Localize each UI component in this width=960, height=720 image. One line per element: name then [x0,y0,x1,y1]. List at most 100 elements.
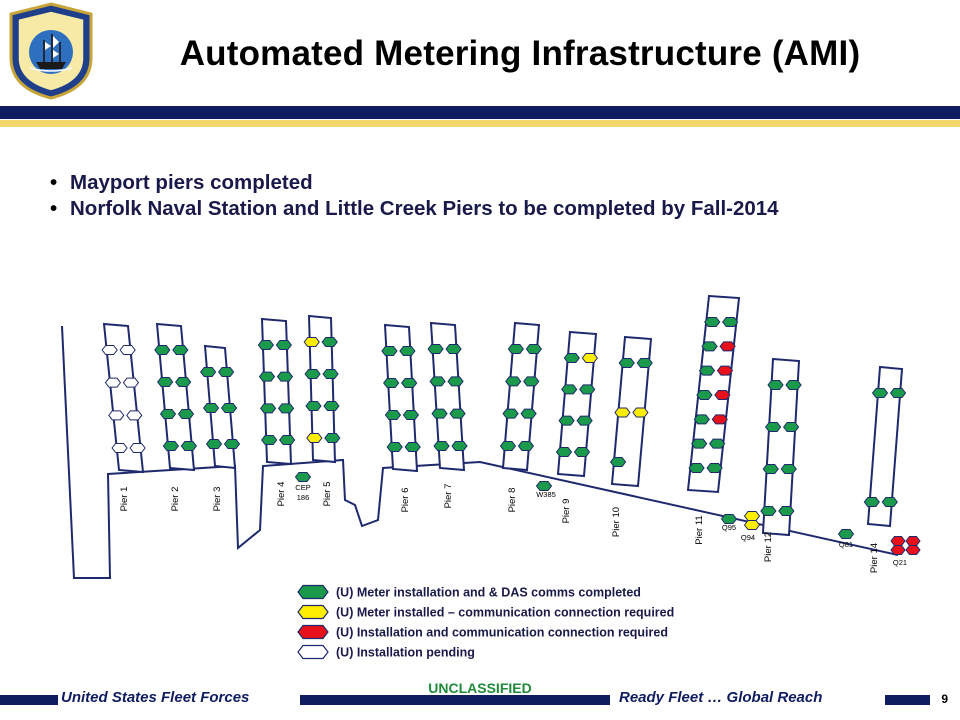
legend-item: (U) Installation pending [297,644,475,660]
meter-completed [722,317,739,327]
meter-completed [199,367,217,377]
meter-completed [523,376,540,387]
meter-completed [202,403,220,413]
meter-completed [783,422,800,432]
meter-install-required [719,341,736,352]
page-number: 9 [941,692,948,706]
pier-label: Pier 5 [322,482,333,507]
meter-comms-required [743,511,761,521]
meter-completed [778,506,795,516]
meter-completed [304,369,321,379]
extra-meter: W385 [535,481,556,499]
meter-completed [323,401,340,411]
meter-completed [765,422,782,432]
pier-outline [102,322,145,474]
meter-install-required [711,414,728,425]
meter-completed [157,377,174,387]
meter-completed [767,380,784,390]
legend-text: (U) Meter installed – communication conn… [336,606,674,620]
meter-completed [558,415,575,426]
pier-7: Pier 7 [427,321,468,508]
meter-completed [579,384,596,395]
meter-completed [162,441,179,451]
meter-completed [563,353,580,363]
meter-completed [305,401,322,411]
pier-outline [556,330,598,478]
meter-completed [507,344,525,354]
meter-completed [573,447,591,457]
header-accent-bar [0,120,960,127]
meter-completed [535,481,553,491]
pier-label: Pier 2 [170,487,181,512]
classification-banner: UNCLASSIFIED [428,680,532,696]
meter-completed [688,463,705,473]
meter-completed [205,439,223,449]
footer-bar [0,695,60,705]
meter-label: Q94 [741,533,755,542]
pier-8: Pier 8 [499,321,543,513]
meter-completed [636,358,653,368]
meter-install-required [714,390,731,400]
meter-pending [126,410,143,421]
meter-completed [404,442,421,452]
pier-outline [866,365,904,528]
meter-install-required [890,536,906,546]
meter-completed [321,337,338,347]
meter-completed [433,441,450,451]
meter-completed [505,376,522,387]
pier-outline [383,323,419,473]
meter-completed [447,376,464,387]
legend-item: (U) Meter installed – communication conn… [297,604,674,620]
meter-completed [889,388,907,398]
meter-comms-required [581,353,598,363]
pier-outline [260,317,293,466]
meter-label: Q21 [893,558,907,567]
footer: United States Fleet Forces Ready Fleet …… [0,680,960,720]
meter-completed [696,390,713,400]
meter-pending [101,345,118,355]
meter-completed [502,408,519,419]
meter-completed [871,388,889,398]
footer-bar [300,695,610,705]
meter-pending [111,443,128,453]
meter-completed [257,340,275,350]
pier-2: Pier 2 [154,322,197,512]
meter-label: W385 [536,490,556,499]
pier-3: Pier 3 [199,344,241,512]
pier-5: Pier 5 [303,314,341,507]
meter-install-required [905,545,921,555]
pier-label: Pier 8 [507,488,518,513]
meter-pending [129,443,146,453]
meter-completed [561,384,578,395]
pier-outline [610,335,653,488]
meter-completed [401,378,418,388]
pier-outline [307,314,337,464]
pier-1: Pier 1 [101,322,146,511]
pier-label: Pier 3 [212,487,223,512]
extra-meter: Q21 [890,536,921,567]
pier-label: Pier 9 [561,499,572,524]
pier-label: Pier 10 [611,507,622,537]
pier-outline [501,321,541,472]
bullet-item: Norfolk Naval Station and Little Creek P… [50,196,930,222]
meter-completed [576,415,593,426]
slide-title: Automated Metering Infrastructure (AMI) [179,34,861,73]
meter-completed [175,377,192,387]
pier-4: Pier 4 [257,317,296,507]
meter-comms-required [303,337,320,347]
legend-swatch-install-required [297,624,329,640]
pier-label: Pier 4 [276,482,287,507]
meter-completed [384,410,402,420]
meter-label: Q81 [839,540,853,549]
meter-completed [693,414,710,425]
meter-completed [517,441,535,451]
meter-label: Q95 [722,523,736,532]
meter-completed [609,457,627,467]
meter-completed [520,408,537,419]
meter-completed [618,358,635,368]
shoreline [61,325,899,579]
pier-label: Pier 12 [763,532,774,562]
